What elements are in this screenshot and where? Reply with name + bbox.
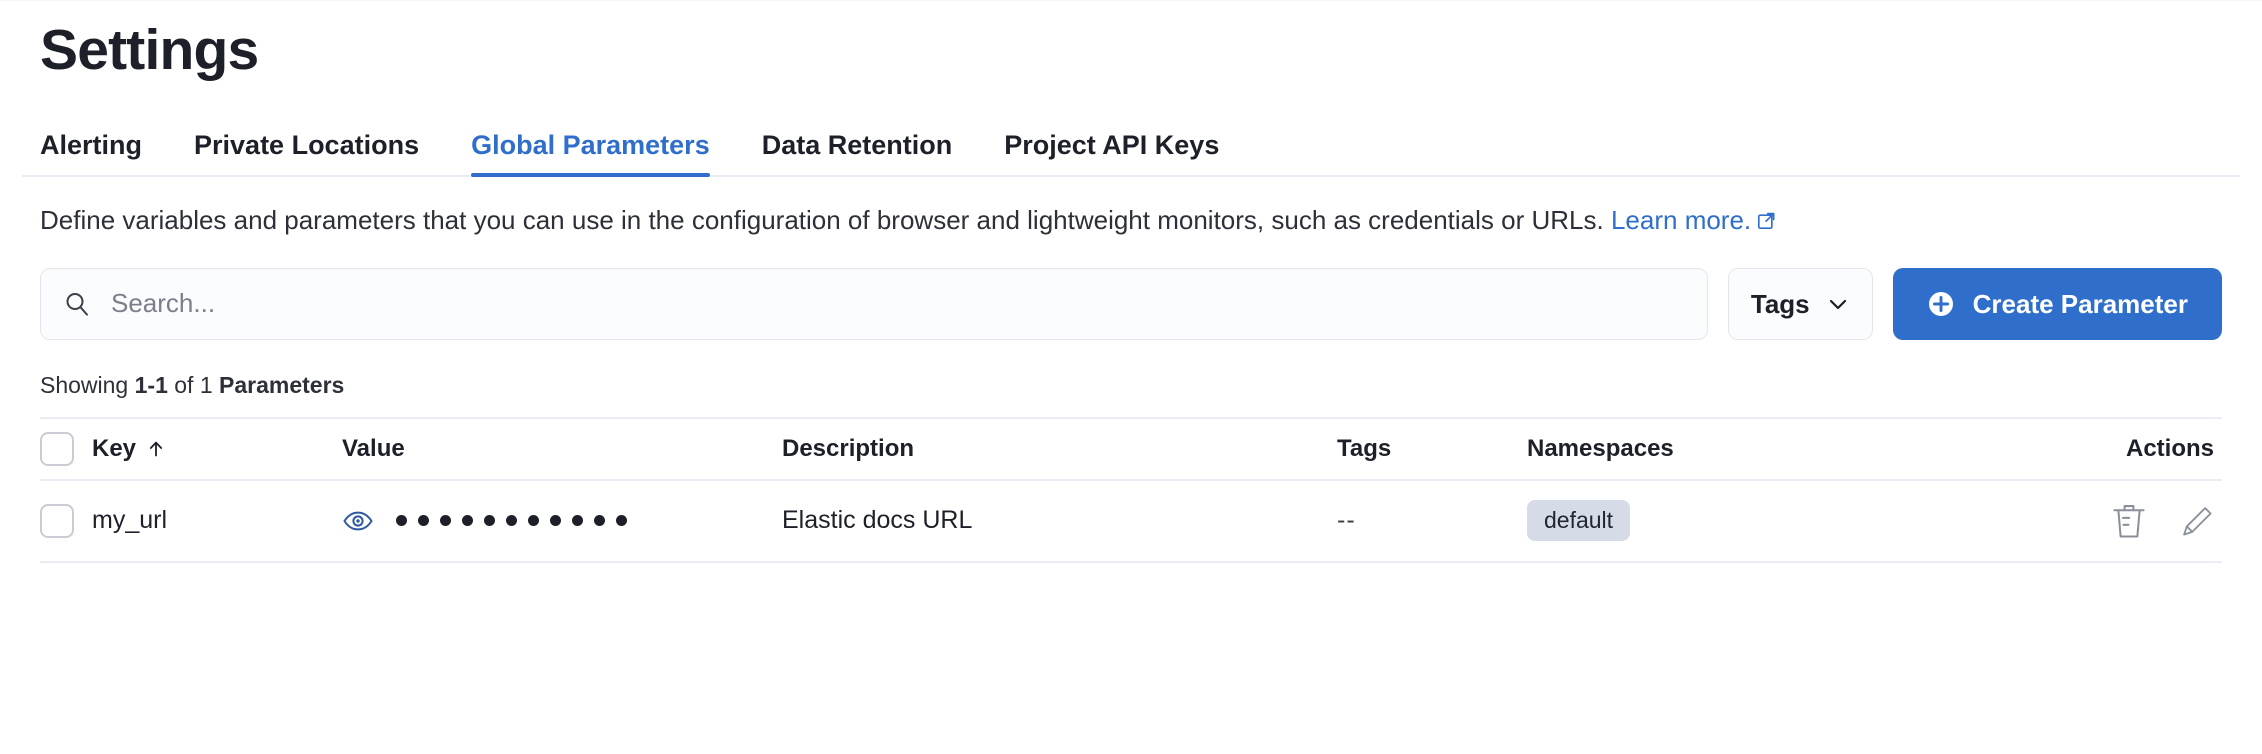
arrow-up-icon	[146, 439, 166, 459]
mask-dot	[616, 515, 627, 527]
settings-tabs: Alerting Private Locations Global Parame…	[22, 119, 2240, 177]
masked-value-dots	[396, 515, 627, 527]
table-header-row: Key Value Description Tags Namespaces Ac…	[40, 416, 2222, 479]
tab-alerting[interactable]: Alerting	[40, 132, 168, 175]
mask-dot	[484, 515, 495, 527]
mask-dot	[506, 515, 517, 527]
cell-description: Elastic docs URL	[782, 506, 973, 535]
column-header-description-label: Description	[782, 434, 915, 462]
row-select-checkbox[interactable]	[40, 503, 74, 538]
eye-icon[interactable]	[342, 505, 374, 537]
cell-tags: --	[1337, 506, 1527, 535]
cell-tags-value: --	[1337, 506, 1356, 535]
cell-key: my_url	[92, 506, 168, 535]
mask-dot	[572, 515, 583, 527]
column-header-value[interactable]: Value	[342, 434, 782, 462]
tab-project-api-keys[interactable]: Project API Keys	[978, 132, 1245, 175]
mask-dot	[418, 515, 429, 527]
trash-icon[interactable]	[2112, 502, 2146, 540]
tab-data-retention[interactable]: Data Retention	[736, 132, 979, 175]
plus-circle-icon	[1927, 290, 1955, 318]
column-header-actions: Actions	[1992, 434, 2222, 462]
column-header-description[interactable]: Description	[782, 434, 1337, 462]
column-header-tags-label: Tags	[1337, 434, 1392, 462]
learn-more-link[interactable]: Learn more.	[1611, 205, 1776, 235]
create-parameter-button[interactable]: Create Parameter	[1892, 267, 2222, 340]
page-title: Settings	[40, 18, 259, 82]
tags-filter-label: Tags	[1750, 288, 1810, 319]
external-link-icon	[1757, 204, 1776, 230]
mask-dot	[528, 515, 539, 527]
column-header-key-label: Key	[92, 434, 137, 462]
results-prefix: Showing	[40, 371, 135, 398]
learn-more-label: Learn more.	[1610, 205, 1752, 235]
column-header-value-label: Value	[342, 434, 405, 462]
tab-global-parameters[interactable]: Global Parameters	[445, 132, 736, 177]
description-body: Define variables and parameters that you…	[40, 205, 1604, 235]
column-header-namespaces-label: Namespaces	[1527, 434, 1674, 462]
controls-row: Tags Create Parameter	[22, 267, 2240, 340]
column-header-key[interactable]: Key	[92, 434, 342, 462]
select-all-checkbox[interactable]	[40, 431, 74, 466]
results-entity: Parameters	[219, 371, 345, 398]
results-range: 1-1	[134, 371, 168, 398]
search-icon	[63, 290, 91, 318]
pencil-icon[interactable]	[2180, 502, 2214, 540]
parameters-table: Key Value Description Tags Namespaces Ac…	[22, 416, 2240, 563]
search-box[interactable]	[40, 267, 1708, 340]
chevron-down-icon	[1826, 292, 1850, 316]
results-count: Showing 1-1 of 1 Parameters	[22, 371, 2240, 398]
mask-dot	[550, 515, 561, 527]
cell-namespaces: default	[1527, 500, 1992, 542]
mask-dot	[594, 515, 605, 527]
mask-dot	[462, 515, 473, 527]
header-select-all-cell	[40, 431, 92, 466]
mask-dot	[396, 515, 407, 527]
column-header-tags[interactable]: Tags	[1337, 434, 1527, 462]
namespace-badge: default	[1527, 500, 1631, 542]
tags-filter-button[interactable]: Tags	[1727, 267, 1873, 340]
column-header-actions-label: Actions	[2125, 434, 2214, 462]
top-divider	[0, 0, 2262, 1]
column-header-namespaces[interactable]: Namespaces	[1527, 434, 1992, 462]
mask-dot	[440, 515, 451, 527]
row-select-cell	[40, 503, 92, 538]
create-parameter-label: Create Parameter	[1972, 288, 2188, 319]
description-text: Define variables and parameters that you…	[22, 203, 2202, 238]
cell-value	[342, 505, 782, 537]
cell-actions	[1992, 502, 2222, 540]
results-middle: of 1	[167, 371, 220, 398]
search-input[interactable]	[109, 268, 1685, 339]
tab-private-locations[interactable]: Private Locations	[168, 132, 445, 175]
table-row: my_url Elast	[40, 478, 2222, 563]
